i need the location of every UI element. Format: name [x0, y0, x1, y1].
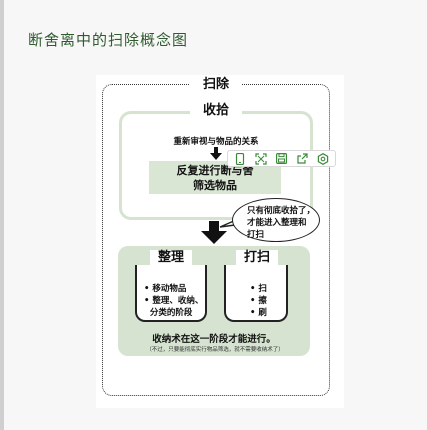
page-title: 断舍离中的扫除概念图 — [28, 31, 189, 49]
cleaning-item-1: • 扫 — [250, 284, 267, 294]
speech-bubble: 只有彻底收拾了， 才能进入整理和 打扫 — [232, 198, 320, 242]
cleaning-label: 扫除 — [190, 77, 242, 93]
down-arrow-large-icon — [201, 221, 227, 244]
bubble-line-2: 才能进入整理和 — [247, 218, 307, 228]
cleaning-card: • 扫 • 擦 • 刷 — [224, 265, 288, 322]
cleaning-items: • 扫 • 擦 • 刷 — [250, 283, 267, 319]
down-arrow-small-icon — [210, 147, 222, 160]
expand-icon[interactable] — [255, 152, 267, 165]
tidying-label: 收拾 — [190, 103, 242, 119]
floating-toolbar — [227, 150, 336, 167]
organize-title: 整理 — [150, 250, 192, 266]
selection-line-2: 筛选物品 — [193, 179, 237, 192]
cleaning-item-3: • 刷 — [250, 308, 267, 318]
organize-item-3: 分类的阶段 — [144, 308, 193, 318]
organize-card: • 移动物品 • 整理、收纳、 分类的阶段 — [135, 265, 207, 322]
relationship-text: 重新审视与物品的关系 — [173, 137, 259, 147]
bubble-line-1: 只有彻底收拾了， — [247, 206, 316, 216]
storage-note: 收纳术在这一阶段才能进行。 — [152, 334, 276, 345]
organize-items: • 移动物品 • 整理、收纳、 分类的阶段 — [144, 283, 203, 319]
organize-item-2: • 整理、收纳、 — [144, 296, 204, 306]
bubble-line-3: 打扫 — [247, 230, 265, 240]
selection-line-1: 反复进行断与舍 — [176, 164, 254, 177]
left-edge-bar — [0, 0, 4, 430]
cleaning-title: 打扫 — [236, 250, 278, 266]
cleaning-item-2: • 擦 — [250, 296, 267, 306]
share-icon[interactable] — [296, 153, 308, 165]
save-icon[interactable] — [275, 153, 287, 165]
organize-item-1: • 移动物品 — [144, 284, 187, 294]
storage-footnote: （不过，只要能彻底实行物品筛选，就不需要收纳术了） — [146, 347, 284, 353]
phone-icon[interactable] — [234, 152, 246, 165]
settings-icon[interactable] — [317, 152, 329, 165]
